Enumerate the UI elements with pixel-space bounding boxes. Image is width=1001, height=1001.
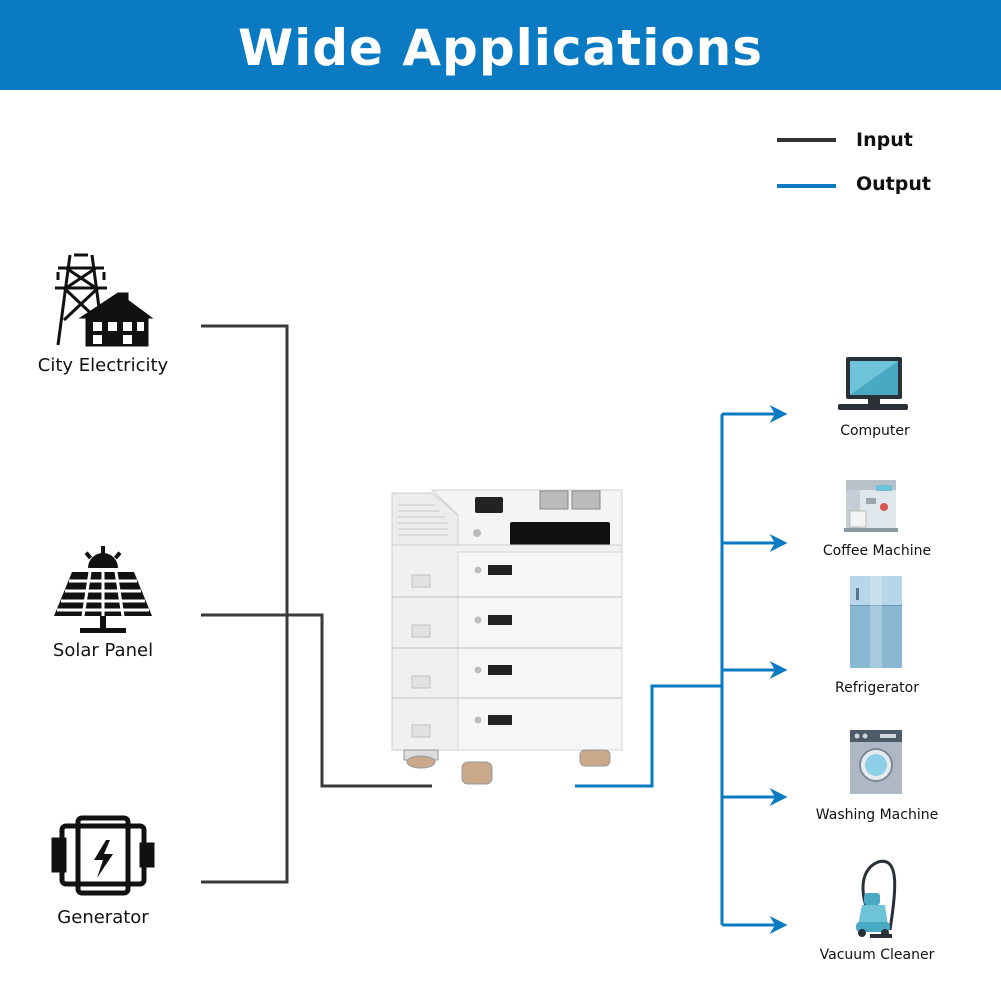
legend-output-label: Output: [856, 173, 931, 195]
washing-machine-icon: [850, 730, 902, 794]
output-connector-lines: [575, 405, 788, 934]
output-label-refrigerator: Refrigerator: [835, 680, 919, 696]
refrigerator-icon: [850, 576, 902, 668]
computer-icon: [838, 357, 908, 410]
output-label-washing-machine: Washing Machine: [815, 807, 939, 823]
input-label-generator: Generator: [57, 907, 149, 928]
vacuum-cleaner-icon: [856, 859, 897, 938]
generator-icon: [51, 815, 155, 896]
coffee-machine-icon: [844, 480, 898, 532]
output-label-computer: Computer: [840, 423, 910, 439]
input-label-solar-panel: Solar Panel: [52, 640, 154, 661]
input-connector-lines: [201, 324, 432, 884]
output-label-vacuum-cleaner: Vacuum Cleaner: [819, 947, 935, 963]
header-banner: Wide Applications: [0, 0, 1001, 90]
output-label-coffee-machine: Coffee Machine: [822, 543, 932, 559]
input-label-city-electricity: City Electricity: [37, 355, 169, 376]
battery-energy-storage-unit: [391, 489, 623, 785]
solar-panel-icon: [54, 546, 152, 633]
power-tower-house-icon: [55, 253, 154, 347]
page-title: Wide Applications: [237, 19, 764, 77]
legend-input-label: Input: [856, 129, 913, 151]
